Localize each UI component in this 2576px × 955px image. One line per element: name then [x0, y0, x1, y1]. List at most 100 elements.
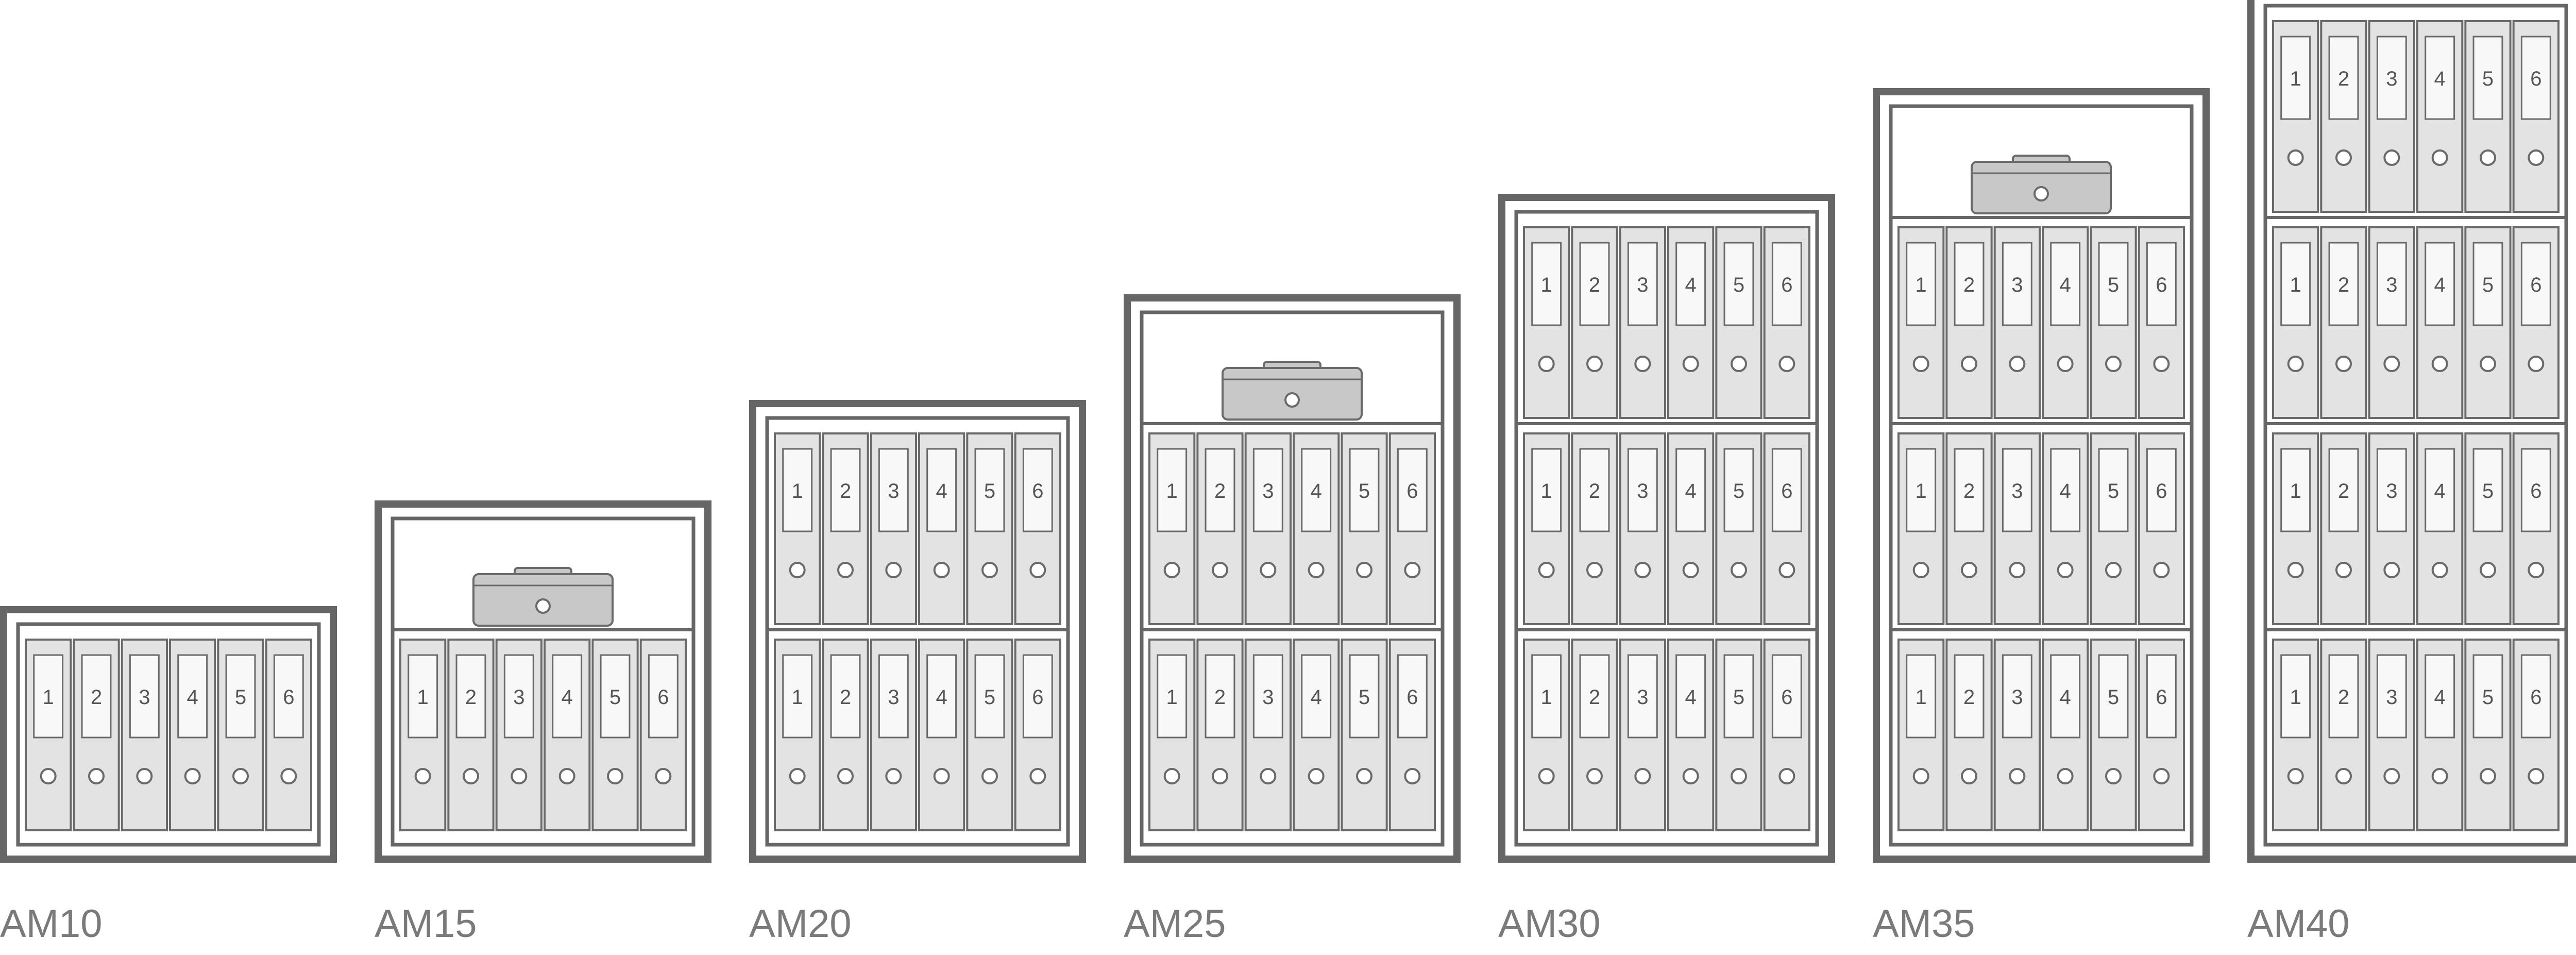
- ring-binder-icon: 4: [1293, 432, 1340, 625]
- binder-number: 5: [2482, 480, 2494, 502]
- binder-finger-hole: [2153, 356, 2170, 372]
- ring-binder-icon: 6: [1763, 639, 1811, 831]
- binder-finger-hole: [933, 768, 950, 784]
- binder-number: 3: [2386, 480, 2397, 502]
- binder-finger-hole: [655, 768, 672, 784]
- ring-binder-icon: 5: [591, 639, 639, 831]
- model-label: AM10: [0, 902, 103, 946]
- binder-label-box: [1205, 448, 1235, 532]
- binder-label-box: [782, 448, 813, 532]
- cabinet-outer-frame: [749, 400, 1086, 863]
- binder-label-box: [830, 654, 861, 739]
- binder-label-box: [1675, 654, 1706, 739]
- binder-label-box: [974, 654, 1005, 739]
- binder-number: 5: [609, 686, 621, 709]
- binder-finger-hole: [2287, 356, 2304, 372]
- model-label: AM35: [1873, 902, 1975, 946]
- ring-binder-icon: 6: [1763, 432, 1811, 625]
- binder-finger-hole: [1538, 768, 1555, 784]
- binder-number: 4: [1311, 686, 1322, 709]
- binder-number: 6: [2156, 480, 2167, 502]
- binder-label-box: [1252, 654, 1283, 739]
- binder-finger-hole: [40, 768, 57, 784]
- ring-binder-icon: 5: [2464, 432, 2512, 625]
- binder-label-box: [2425, 654, 2455, 739]
- binder-label-box: [2425, 242, 2455, 326]
- ring-binder-icon: 4: [918, 639, 965, 831]
- binder-label-box: [129, 654, 160, 739]
- cabinet-outer-frame: [1498, 194, 1835, 863]
- binder-label-box: [177, 654, 208, 739]
- cabinet-inner-frame: [1514, 210, 1819, 847]
- ring-binder-icon: 3: [1993, 639, 2041, 831]
- cash-box-lock: [2033, 186, 2049, 202]
- binder-label-box: [1579, 242, 1610, 326]
- binder-number: 6: [2530, 274, 2541, 296]
- binder-finger-hole: [1029, 562, 1046, 578]
- binder-label-box: [600, 654, 631, 739]
- ring-binder-icon: 5: [1341, 639, 1388, 831]
- binder-finger-hole: [2383, 562, 2400, 578]
- binder-finger-hole: [607, 768, 623, 784]
- binder-finger-hole: [1163, 562, 1180, 578]
- ring-binder-icon: 3: [1619, 639, 1667, 831]
- ring-binder-icon: 1: [2272, 639, 2319, 831]
- binder-label-box: [1723, 242, 1754, 326]
- binder-finger-hole: [558, 768, 575, 784]
- binder-finger-hole: [136, 768, 153, 784]
- model-label: AM40: [2247, 902, 2350, 946]
- binder-label-box: [1157, 448, 1188, 532]
- ring-binder-icon: 6: [2512, 432, 2560, 625]
- ring-binder-icon: 2: [2320, 639, 2367, 831]
- binder-number: 4: [1311, 480, 1322, 502]
- binder-finger-hole: [1260, 768, 1277, 784]
- ring-binder-icon: 5: [2090, 432, 2137, 625]
- binder-number: 2: [2338, 68, 2349, 90]
- ring-binder-icon: 6: [2138, 639, 2185, 831]
- binder-finger-hole: [1538, 562, 1555, 578]
- ring-binder-icon: 5: [966, 639, 1013, 831]
- binder-label-box: [2280, 654, 2311, 739]
- binder-number: 2: [1589, 274, 1600, 296]
- binder-label-box: [2328, 448, 2359, 532]
- ring-binder-icon: 6: [265, 639, 313, 831]
- ring-binder-icon: 2: [2320, 20, 2367, 213]
- binder-finger-hole: [1586, 356, 1603, 372]
- ring-binder-icon: 2: [822, 639, 869, 831]
- binder-number: 1: [792, 686, 803, 709]
- ring-binder-icon: 1: [399, 639, 447, 831]
- cash-box-lock: [535, 598, 551, 614]
- binder-finger-hole: [2383, 149, 2400, 166]
- binder-label-box: [1531, 242, 1562, 326]
- binder-number: 6: [1032, 686, 1043, 709]
- binder-label-box: [1627, 242, 1658, 326]
- binder-label-box: [1301, 654, 1332, 739]
- binder-finger-hole: [2431, 356, 2448, 372]
- binder-number: 6: [2156, 274, 2167, 296]
- ring-binder-icon: 4: [1667, 432, 1715, 625]
- binder-label-box: [1906, 654, 1937, 739]
- binder-label-box: [2376, 36, 2407, 120]
- ring-binder-icon: 2: [1945, 226, 1993, 419]
- binder-number: 5: [2482, 686, 2494, 709]
- ring-binder-icon: 1: [1148, 639, 1196, 831]
- binder-number: 5: [1359, 686, 1370, 709]
- binder-number: 2: [2338, 274, 2349, 296]
- ring-binder-icon: 3: [1244, 639, 1292, 831]
- ring-binder-icon: 5: [1341, 432, 1388, 625]
- ring-binder-icon: 6: [1388, 432, 1436, 625]
- ring-binder-icon: 3: [495, 639, 543, 831]
- cabinet-inner-frame: [16, 622, 321, 847]
- ring-binder-icon: 3: [2368, 226, 2415, 419]
- binder-finger-hole: [1212, 562, 1228, 578]
- binder-finger-hole: [2335, 562, 2352, 578]
- binder-number: 4: [2434, 480, 2446, 502]
- binder-label-box: [408, 654, 438, 739]
- binder-number: 3: [2386, 686, 2397, 709]
- binder-finger-hole: [1778, 562, 1795, 578]
- ring-binder-icon: 5: [2464, 226, 2512, 419]
- ring-binder-icon: 4: [1667, 639, 1715, 831]
- binder-finger-hole: [1961, 562, 1977, 578]
